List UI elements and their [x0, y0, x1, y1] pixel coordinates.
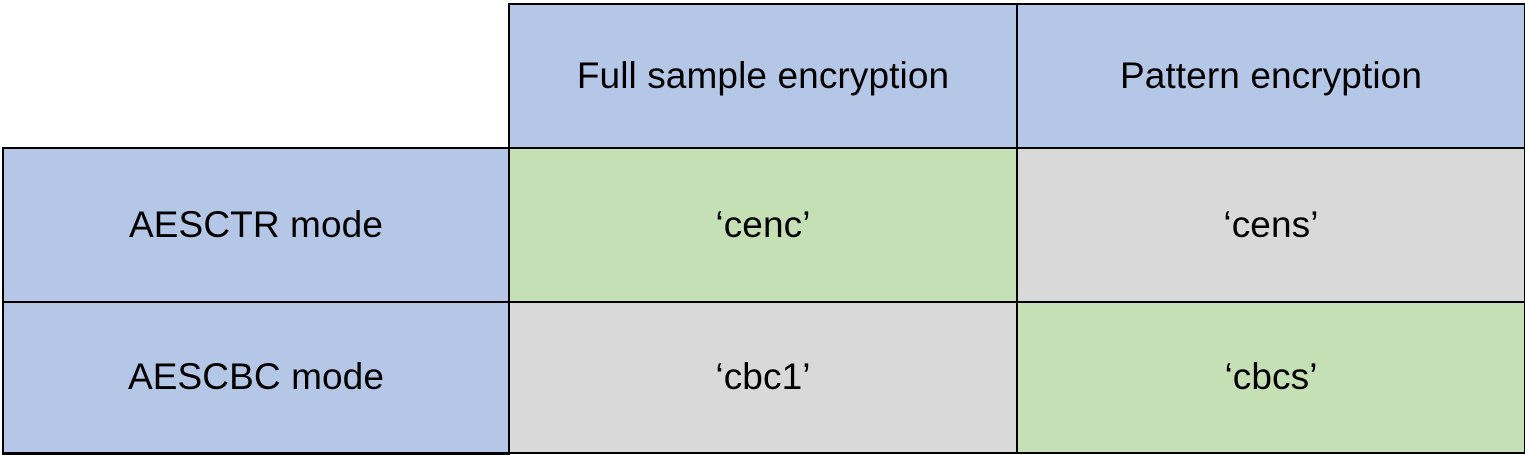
- column-header-pattern-encryption: Pattern encryption: [1016, 3, 1525, 149]
- table-row: AESCTR mode ‘cenc’ ‘cens’: [2, 147, 1525, 303]
- corner-blank-cell: [3, 4, 510, 149]
- cell-aescbc-pattern: ‘cbcs’: [1016, 301, 1525, 454]
- column-header-full-sample-encryption: Full sample encryption: [508, 3, 1018, 149]
- cell-aescbc-full-sample: ‘cbc1’: [508, 301, 1018, 454]
- cell-aesctr-pattern: ‘cens’: [1016, 147, 1525, 303]
- encryption-scheme-table: Full sample encryption Pattern encryptio…: [2, 3, 1525, 455]
- row-header-aesctr-mode: AESCTR mode: [2, 147, 510, 303]
- table-header-row: Full sample encryption Pattern encryptio…: [3, 3, 1525, 149]
- row-header-aescbc-mode: AESCBC mode: [2, 301, 510, 455]
- table-row: AESCBC mode ‘cbc1’ ‘cbcs’: [2, 301, 1525, 455]
- cell-aesctr-full-sample: ‘cenc’: [508, 147, 1018, 303]
